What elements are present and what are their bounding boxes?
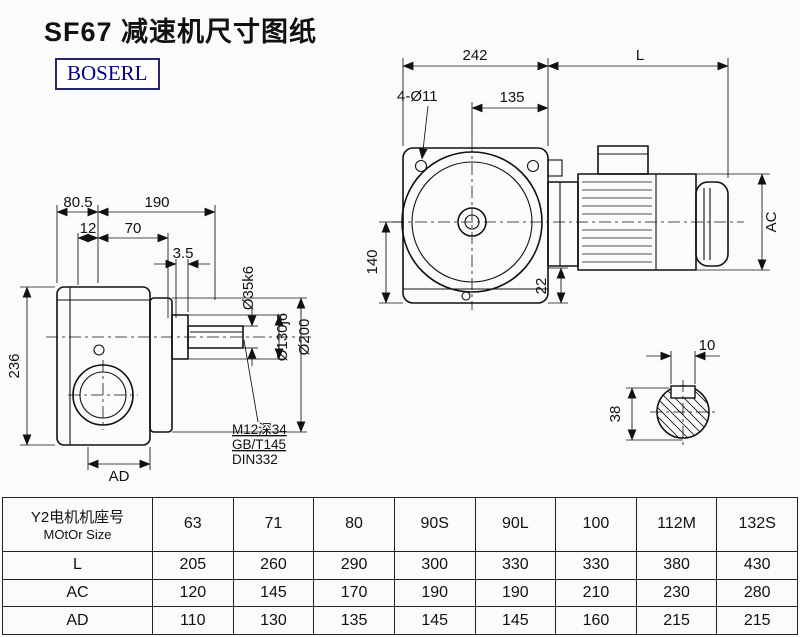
size-col-132s: 132S	[716, 497, 798, 552]
side-view	[46, 286, 312, 446]
note-din332: DIN332	[232, 452, 278, 467]
value-cell: 145	[474, 606, 557, 635]
motor-dimension-table: Y2电机机座号 MOtOr Size 63 71 80 90S 90L 100 …	[2, 497, 798, 635]
value-cell: 215	[635, 606, 718, 635]
dim-22: 22	[533, 278, 550, 295]
value-cell: 280	[716, 578, 798, 608]
dim-190: 190	[144, 194, 169, 211]
value-cell: 190	[393, 578, 476, 608]
row-label-L: L	[2, 550, 153, 580]
motor-fins	[582, 181, 652, 263]
shaft-end-view: 10 38	[607, 337, 720, 448]
brand-logo: BOSERL	[55, 58, 160, 90]
dim-135: 135	[499, 89, 524, 106]
front-view	[392, 140, 744, 310]
value-cell: 130	[232, 606, 315, 635]
dim-3-5: 3.5	[173, 245, 194, 262]
row-label-AC: AC	[2, 578, 153, 608]
value-cell: 290	[313, 550, 395, 580]
table-header-row: Y2电机机座号 MOtOr Size 63 71 80 90S 90L 100 …	[2, 497, 798, 552]
value-cell: 135	[313, 606, 395, 635]
technical-drawing: 80.5 190 12 70 3.5 236 AD Ø200	[6, 47, 780, 485]
value-cell: 300	[393, 550, 476, 580]
value-cell: 215	[716, 606, 798, 635]
size-col-90l: 90L	[474, 497, 557, 552]
dim-38: 38	[607, 406, 624, 423]
motor-size-header-en: MOtOr Size	[43, 527, 112, 543]
value-cell: 160	[555, 606, 637, 635]
table-row-AC: AC 120 145 170 190 190 210 230 280	[2, 578, 798, 608]
size-col-80: 80	[313, 497, 395, 552]
dim-L: L	[636, 47, 644, 64]
size-col-71: 71	[232, 497, 315, 552]
value-cell: 205	[152, 550, 234, 580]
size-col-100: 100	[555, 497, 637, 552]
value-cell: 230	[635, 578, 718, 608]
value-cell: 145	[232, 578, 315, 608]
value-cell: 430	[716, 550, 798, 580]
value-cell: 380	[635, 550, 718, 580]
size-col-90s: 90S	[393, 497, 476, 552]
dim-10: 10	[699, 337, 716, 354]
shaft-notes: M12深34 GB/T145 DIN332	[232, 339, 287, 467]
dim-d35: Ø35k6	[240, 266, 257, 310]
note-gbt145: GB/T145	[232, 437, 286, 452]
dim-236: 236	[6, 353, 23, 378]
dim-242: 242	[462, 47, 487, 64]
page-title: SF67 减速机尺寸图纸	[44, 17, 318, 47]
spec-table: Y2电机机座号 MOtOr Size 63 71 80 90S 90L 100 …	[2, 497, 798, 635]
dim-12: 12	[80, 220, 97, 237]
front-view-dimensions: 242 L 135 4-Ø11 140 22 AC	[364, 47, 780, 304]
value-cell: 120	[152, 578, 234, 608]
note-m12: M12深34	[232, 422, 287, 437]
dim-AD: AD	[109, 468, 130, 485]
dim-80-5: 80.5	[63, 194, 92, 211]
side-view-dimensions: 80.5 190 12 70 3.5 236 AD Ø200	[6, 194, 313, 485]
value-cell: 110	[152, 606, 234, 635]
dim-4xd11: 4-Ø11	[397, 88, 438, 105]
value-cell: 210	[555, 578, 637, 608]
size-col-112m: 112M	[635, 497, 718, 552]
value-cell: 330	[474, 550, 557, 580]
dim-d130: Ø130j6	[274, 313, 291, 361]
table-row-L: L 205 260 290 300 330 330 380 430	[2, 550, 798, 580]
dim-140: 140	[364, 249, 381, 274]
value-cell: 170	[313, 578, 395, 608]
row-label-AD: AD	[2, 606, 153, 635]
value-cell: 145	[393, 606, 476, 635]
value-cell: 260	[232, 550, 315, 580]
table-row-AD: AD 110 130 135 145 145 160 215 215	[2, 606, 798, 635]
value-cell: 330	[555, 550, 637, 580]
size-col-63: 63	[152, 497, 234, 552]
dim-AC: AC	[763, 211, 780, 232]
dim-d200: Ø200	[296, 319, 313, 356]
motor-size-header-cn: Y2电机机座号	[30, 509, 125, 527]
motor-size-header: Y2电机机座号 MOtOr Size	[2, 497, 153, 552]
value-cell: 190	[474, 578, 557, 608]
dim-70: 70	[125, 220, 142, 237]
